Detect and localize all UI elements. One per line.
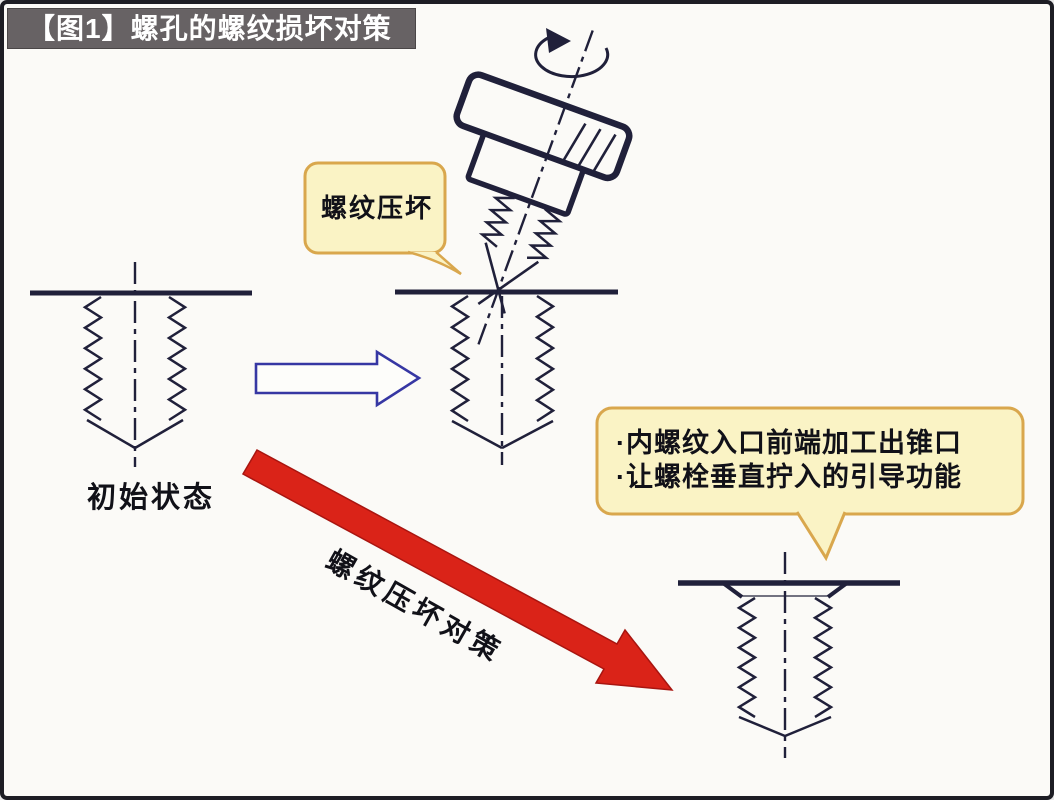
thread-zigzag-right	[534, 294, 556, 423]
chamfer-line-right	[826, 581, 849, 599]
thread-zigzag-left	[449, 294, 471, 423]
hole-bottom-cone	[86, 418, 136, 450]
initial-hole-drawing	[30, 262, 252, 467]
transition-arrow-right	[254, 349, 422, 408]
callout-bubble	[303, 161, 447, 255]
initial-state-label: 初始状态	[87, 480, 215, 514]
bolt-thread-zigzag-left	[478, 196, 515, 248]
rotation-arrowhead-icon	[546, 28, 571, 53]
chamfer-line-left	[721, 581, 744, 599]
callout-tail	[795, 511, 847, 562]
thread-crush-callout-text: 螺纹压坏	[321, 193, 433, 223]
bolt-head-neck	[465, 131, 586, 217]
head-hatch-line	[577, 128, 602, 167]
hole-bottom-cone	[134, 418, 184, 450]
countersunk-hole-drawing	[678, 552, 900, 758]
damaged-hole-drawing	[395, 289, 618, 465]
thread-zigzag-left	[82, 295, 104, 422]
diagram-canvas: 初始状态 螺	[30, 28, 1025, 758]
thread-zigzag-right	[812, 596, 834, 719]
callout-tail	[407, 250, 462, 276]
solution-callout-line1: ·内螺纹入口前端加工出锥口	[616, 427, 962, 458]
tilted-bolt-drawing	[453, 30, 633, 349]
bolt-tip-cross-line	[484, 242, 506, 314]
hole-bottom-cone	[784, 715, 832, 738]
head-hatch-line	[592, 133, 617, 172]
countermeasure-arrow	[241, 448, 674, 691]
solution-callout-line2: ·让螺栓垂直拧入的引导功能	[616, 461, 962, 492]
bolt-tip-cross-line	[477, 260, 540, 305]
figure-title: 【图1】螺孔的螺纹损坏对策	[27, 13, 392, 44]
thread-zigzag-right	[166, 295, 188, 422]
bolt-thread-zigzag-right	[527, 207, 563, 260]
rotation-arc	[534, 36, 610, 79]
head-hatch-line	[562, 122, 587, 162]
figure-title-bar: 【图1】螺孔的螺纹损坏对策	[8, 9, 415, 48]
bolt-rotation-arrow	[534, 28, 610, 79]
hole-bottom-cone	[451, 419, 503, 450]
thread-zigzag-left	[736, 596, 758, 719]
bolt-axis-centerline	[475, 30, 594, 349]
hole-bottom-cone	[738, 715, 786, 738]
callout-bubble	[595, 406, 1025, 516]
solution-callout: ·内螺纹入口前端加工出锥口 ·让螺栓垂直拧入的引导功能	[595, 406, 1025, 562]
thread-crush-callout: 螺纹压坏	[303, 161, 462, 276]
hole-bottom-cone	[501, 419, 554, 450]
